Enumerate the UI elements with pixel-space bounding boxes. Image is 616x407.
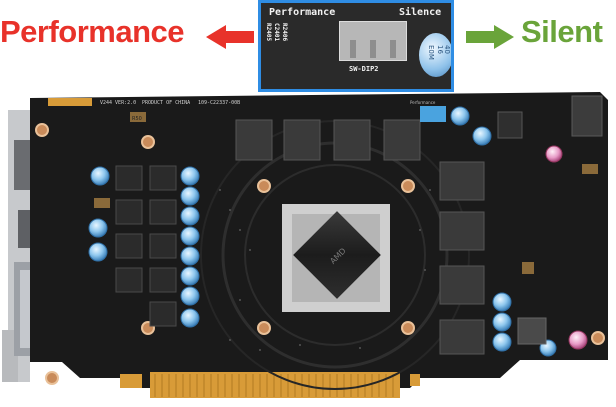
vrm-inductors bbox=[115, 165, 177, 327]
left-arrow-icon bbox=[206, 25, 254, 49]
crossfire-connector bbox=[48, 98, 92, 106]
switch-marker-label: Performance bbox=[410, 100, 436, 105]
capacitors bbox=[88, 106, 557, 357]
silkscreen-partno: 109-C22337-00B bbox=[198, 100, 240, 106]
inset-silence-label: Silence bbox=[399, 7, 442, 18]
inset-ref-codes: R2405 C2401 R2406 bbox=[265, 23, 288, 42]
inductor-label: R50 bbox=[132, 116, 142, 122]
silkscreen-version: V244 VER:2.0 bbox=[100, 100, 136, 106]
bios-switch bbox=[420, 106, 446, 122]
inset-capacitor: E0M 16 40 bbox=[419, 33, 451, 77]
inset-capacitor-label: E0M bbox=[427, 45, 435, 60]
performance-label: Performance bbox=[0, 14, 185, 49]
switch-closeup-inset: Performance Silence R2405 C2401 R2406 SW… bbox=[258, 0, 454, 92]
inset-performance-label: Performance bbox=[269, 7, 336, 18]
switch-model-label: SW-DIP2 bbox=[349, 65, 379, 73]
silkscreen-origin: PRODUCT OF CHINA bbox=[142, 100, 190, 106]
right-arrow-icon bbox=[466, 25, 514, 49]
memory-chips bbox=[235, 119, 485, 355]
gpu-die bbox=[293, 211, 381, 299]
power-connector bbox=[571, 95, 603, 137]
dip-switch bbox=[339, 21, 407, 61]
silent-label: Silent bbox=[521, 14, 603, 49]
